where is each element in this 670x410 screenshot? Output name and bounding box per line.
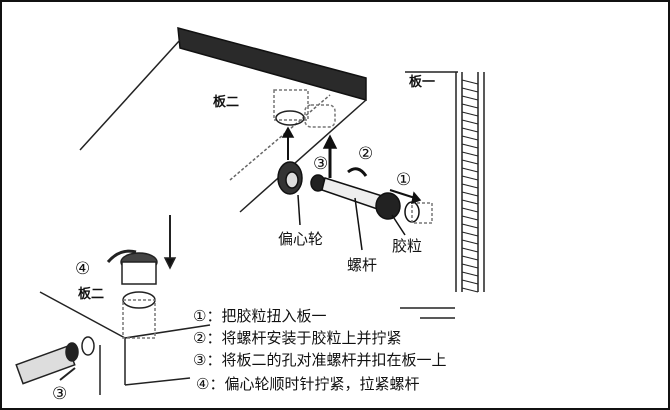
hatch-line <box>461 103 479 109</box>
label-eccentric-wheel: 偏心轮 <box>278 230 323 248</box>
hatch-line <box>461 255 479 261</box>
hatch-line <box>461 271 479 277</box>
marker-step2: ② <box>358 144 373 164</box>
hatch-line <box>461 127 479 133</box>
step-text-3: ③：将板二的孔对准螺杆并扣在板一上 <box>193 351 446 369</box>
label-board-one: 板一 <box>409 74 435 90</box>
hatch-line <box>461 287 479 293</box>
marker-step1: ① <box>396 170 411 190</box>
hatch-line <box>461 167 479 173</box>
hatch-line <box>461 183 479 189</box>
board-one-panel <box>405 71 485 293</box>
step-text-4: ④：偏心轮顺时针拧紧，拉紧螺杆 <box>196 375 419 393</box>
label-rubber-plug: 胶粒 <box>392 237 422 255</box>
hatch-line <box>461 79 479 85</box>
hatch-line <box>461 95 479 101</box>
board-two-top-panel <box>79 26 367 213</box>
marker-step3-bottom: ③ <box>52 384 67 404</box>
label-board-two-bottom: 板二 <box>78 286 104 302</box>
hatch-line <box>461 151 479 157</box>
hatch-line <box>461 263 479 269</box>
label-screw-rod: 螺杆 <box>347 256 377 274</box>
marker-step3-top: ③ <box>313 154 328 174</box>
hatch-line <box>461 191 479 197</box>
step-text-2: ②：将螺杆安装于胶粒上并拧紧 <box>193 329 401 347</box>
hatch-line <box>461 87 479 93</box>
hatch-line <box>461 247 479 253</box>
hatch-line <box>461 119 479 125</box>
hatch-line <box>461 239 479 245</box>
hatch-line <box>461 231 479 237</box>
label-board-two-top: 板二 <box>213 94 239 110</box>
hatch-line <box>461 143 479 149</box>
marker-step4: ④ <box>75 259 90 279</box>
hatch-line <box>461 215 479 221</box>
hatch-line <box>461 175 479 181</box>
hatch-line <box>461 207 479 213</box>
step-instructions: ①：把胶粒扭入板一 ②：将螺杆安装于胶粒上并拧紧 ③：将板二的孔对准螺杆并扣在板… <box>193 307 446 393</box>
hatch-line <box>461 199 479 205</box>
step-text-1: ①：把胶粒扭入板一 <box>193 307 326 325</box>
hatch-line <box>461 223 479 229</box>
hatch-line <box>461 159 479 165</box>
board-two-bottom-panel <box>15 215 211 395</box>
hatch-line <box>461 135 479 141</box>
hatch-line <box>461 279 479 285</box>
hardware-assembly <box>277 126 433 251</box>
hatch-line <box>461 111 479 117</box>
